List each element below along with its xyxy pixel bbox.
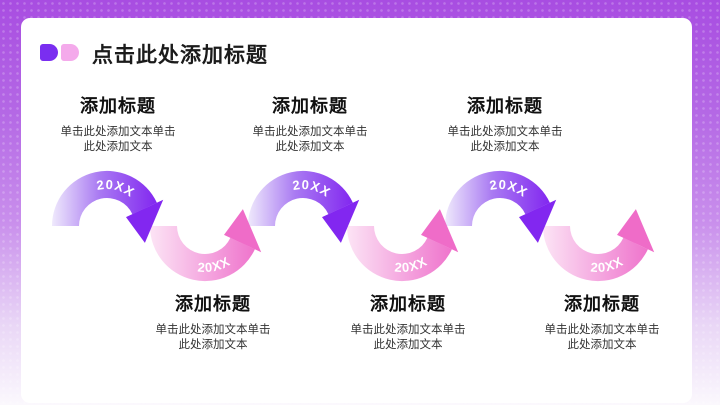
- header-bullet-purple-icon: [40, 44, 58, 61]
- purple-arc-5: 20XX: [444, 170, 557, 243]
- item-body[interactable]: 单击此处添加文本单击 此处添加文本: [252, 126, 368, 153]
- timeline-item-bottom-2[interactable]: 添加标题 单击此处添加文本单击 此处添加文本: [320, 290, 496, 352]
- item-title[interactable]: 添加标题: [370, 294, 446, 314]
- item-title[interactable]: 添加标题: [80, 96, 156, 116]
- item-title[interactable]: 添加标题: [272, 96, 348, 116]
- up-arrow-icon: [421, 209, 459, 253]
- down-arrow-icon: [322, 199, 360, 243]
- up-arrow-icon: [224, 209, 262, 253]
- item-title[interactable]: 添加标题: [564, 294, 640, 314]
- timeline-item-bottom-1[interactable]: 添加标题 单击此处添加文本单击 此处添加文本: [125, 290, 301, 352]
- up-arrow-icon: [617, 209, 655, 253]
- pink-arc-2: 20XX: [149, 209, 262, 282]
- timeline-item-top-1[interactable]: 添加标题 单击此处添加文本单击 此处添加文本: [30, 92, 206, 154]
- down-arrow-icon: [519, 199, 557, 243]
- item-body[interactable]: 单击此处添加文本单击 此处添加文本: [155, 324, 271, 351]
- item-body[interactable]: 单击此处添加文本单击 此处添加文本: [544, 324, 660, 351]
- pink-arc-4: 20XX: [346, 209, 459, 282]
- purple-arc-1: 20XX: [51, 170, 164, 243]
- purple-arc-3: 20XX: [247, 170, 360, 243]
- item-body[interactable]: 单击此处添加文本单击 此处添加文本: [350, 324, 466, 351]
- item-body[interactable]: 单击此处添加文本单击 此处添加文本: [60, 126, 176, 153]
- header-bullet-pink-icon: [61, 44, 79, 61]
- item-title[interactable]: 添加标题: [175, 294, 251, 314]
- item-body[interactable]: 单击此处添加文本单击 此处添加文本: [447, 126, 563, 153]
- pink-arc-6: 20XX: [542, 209, 655, 282]
- item-title[interactable]: 添加标题: [467, 96, 543, 116]
- slide-title[interactable]: 点击此处添加标题: [92, 44, 268, 67]
- timeline-item-bottom-3[interactable]: 添加标题 单击此处添加文本单击 此处添加文本: [514, 290, 690, 352]
- timeline-item-top-2[interactable]: 添加标题 单击此处添加文本单击 此处添加文本: [222, 92, 398, 154]
- down-arrow-icon: [126, 199, 164, 243]
- timeline-item-top-3[interactable]: 添加标题 单击此处添加文本单击 此处添加文本: [417, 92, 593, 154]
